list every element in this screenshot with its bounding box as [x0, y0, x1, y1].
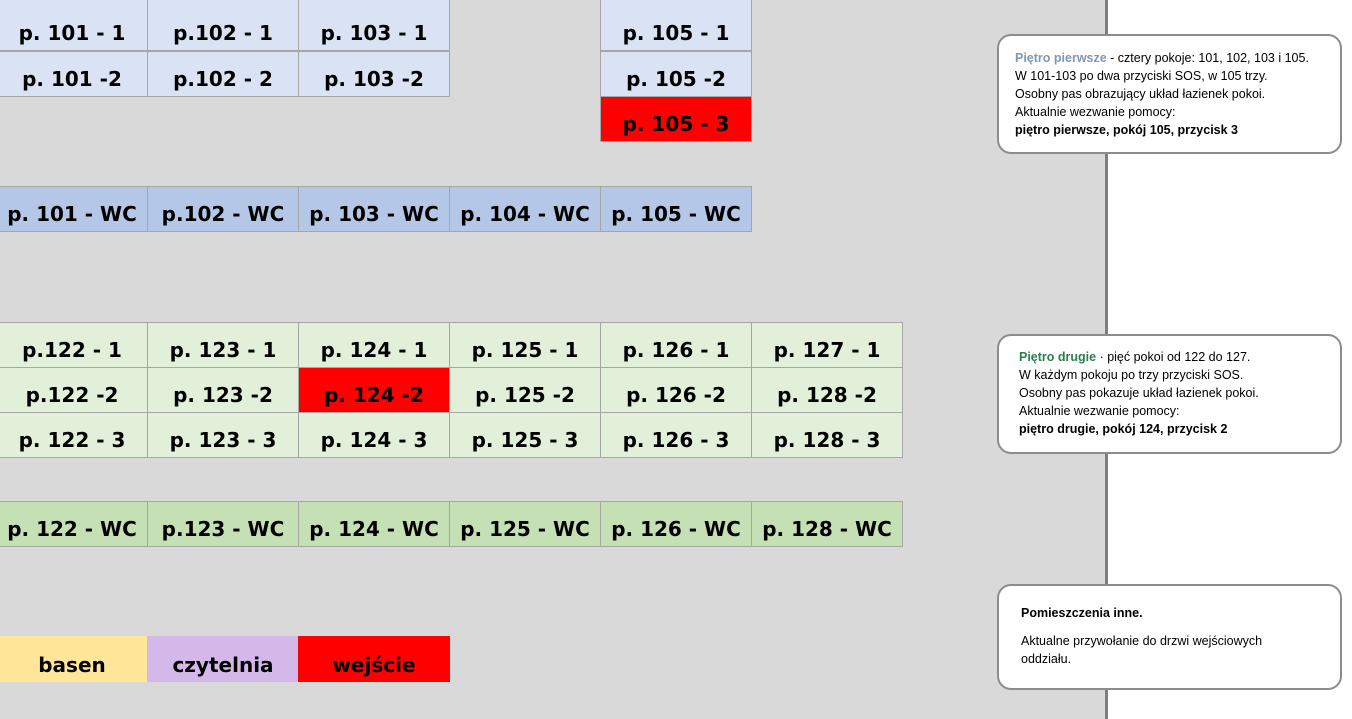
- room-123-button-3[interactable]: p. 123 - 3: [147, 412, 299, 458]
- floor2-info-title: Piętro drugie: [1019, 350, 1097, 364]
- room-126-button-2[interactable]: p. 126 -2: [600, 367, 752, 413]
- floor2-info-desc3: Osobny pas pokazuje układ łazienek pokoi…: [1019, 386, 1259, 400]
- room-103-button-2[interactable]: p. 103 -2: [298, 51, 450, 97]
- floor1-info-desc2: W 101-103 po dwa przyciski SOS, w 105 tr…: [1015, 69, 1268, 83]
- floor2-info-desc2: W każdym pokoju po trzy przyciski SOS.: [1019, 368, 1244, 382]
- floor2-info-alert: piętro drugie, pokój 124, przycisk 2: [1019, 422, 1228, 436]
- floor1-info-desc4: Aktualnie wezwanie pomocy:: [1015, 105, 1176, 119]
- floor1-info-card: Piętro pierwsze - cztery pokoje: 101, 10…: [997, 34, 1342, 154]
- room-122-button-1[interactable]: p.122 - 1: [0, 322, 148, 368]
- room-105-button-1[interactable]: p. 105 - 1: [600, 0, 752, 51]
- entrance-alert[interactable]: wejście: [298, 636, 450, 682]
- room-124-button-1[interactable]: p. 124 - 1: [298, 322, 450, 368]
- wc-104[interactable]: p. 104 - WC: [449, 186, 601, 232]
- pool-room[interactable]: basen: [0, 636, 148, 682]
- floor1-info-line1: Piętro pierwsze - cztery pokoje: 101, 10…: [1015, 49, 1324, 67]
- room-124-button-3[interactable]: p. 124 - 3: [298, 412, 450, 458]
- room-125-button-1[interactable]: p. 125 - 1: [449, 322, 601, 368]
- wc-126[interactable]: p. 126 - WC: [600, 501, 752, 547]
- floor1-info-title: Piętro pierwsze: [1015, 51, 1107, 65]
- wc-128[interactable]: p. 128 - WC: [751, 501, 903, 547]
- room-101-button-2[interactable]: p. 101 -2: [0, 51, 148, 97]
- room-124-button-2-alert[interactable]: p. 124 -2: [298, 367, 450, 413]
- wc-125[interactable]: p. 125 - WC: [449, 501, 601, 547]
- room-126-button-3[interactable]: p. 126 - 3: [600, 412, 752, 458]
- floor2-info-line1: Piętro drugie · pięć pokoi od 122 do 127…: [1019, 348, 1324, 366]
- floor1-info-desc1: - cztery pokoje: 101, 102, 103 i 105.: [1106, 51, 1309, 65]
- wc-103[interactable]: p. 103 - WC: [298, 186, 450, 232]
- room-105-button-2[interactable]: p. 105 -2: [600, 51, 752, 97]
- room-102-button-2[interactable]: p.102 - 2: [147, 51, 299, 97]
- floor2-info-desc1: · pięć pokoi od 122 do 127.: [1096, 350, 1251, 364]
- room-105-button-3-alert[interactable]: p. 105 - 3: [600, 96, 752, 142]
- room-125-button-2[interactable]: p. 125 -2: [449, 367, 601, 413]
- wc-105[interactable]: p. 105 - WC: [600, 186, 752, 232]
- wc-122[interactable]: p. 122 - WC: [0, 501, 148, 547]
- other-info-desc2: oddziału.: [1021, 652, 1072, 666]
- other-info-title: Pomieszczenia inne.: [1021, 606, 1143, 620]
- room-127-button-1[interactable]: p. 127 - 1: [751, 322, 903, 368]
- floor2-info-desc4: Aktualnie wezwanie pomocy:: [1019, 404, 1180, 418]
- room-103-button-1[interactable]: p. 103 - 1: [298, 0, 450, 51]
- room-123-button-1[interactable]: p. 123 - 1: [147, 322, 299, 368]
- reading-room[interactable]: czytelnia: [147, 636, 299, 682]
- room-128-button-3[interactable]: p. 128 - 3: [751, 412, 903, 458]
- room-126-button-1[interactable]: p. 126 - 1: [600, 322, 752, 368]
- other-info-desc1: Aktualne przywołanie do drzwi wejściowyc…: [1021, 634, 1263, 648]
- room-102-button-1[interactable]: p.102 - 1: [147, 0, 299, 51]
- wc-101[interactable]: p. 101 - WC: [0, 186, 148, 232]
- floor1-info-desc3: Osobny pas obrazujący układ łazienek pok…: [1015, 87, 1266, 101]
- room-128-button-2[interactable]: p. 128 -2: [751, 367, 903, 413]
- room-125-button-3[interactable]: p. 125 - 3: [449, 412, 601, 458]
- floor1-info-alert: piętro pierwsze, pokój 105, przycisk 3: [1015, 123, 1239, 137]
- wc-124[interactable]: p. 124 - WC: [298, 501, 450, 547]
- floor2-info-card: Piętro drugie · pięć pokoi od 122 do 127…: [997, 334, 1342, 454]
- wc-102[interactable]: p.102 - WC: [147, 186, 299, 232]
- wc-123[interactable]: p.123 - WC: [147, 501, 299, 547]
- room-122-button-3[interactable]: p. 122 - 3: [0, 412, 148, 458]
- room-122-button-2[interactable]: p.122 -2: [0, 367, 148, 413]
- room-101-button-1[interactable]: p. 101 - 1: [0, 0, 148, 51]
- other-info-card: Pomieszczenia inne. Aktualne przywołanie…: [997, 584, 1342, 690]
- room-123-button-2[interactable]: p. 123 -2: [147, 367, 299, 413]
